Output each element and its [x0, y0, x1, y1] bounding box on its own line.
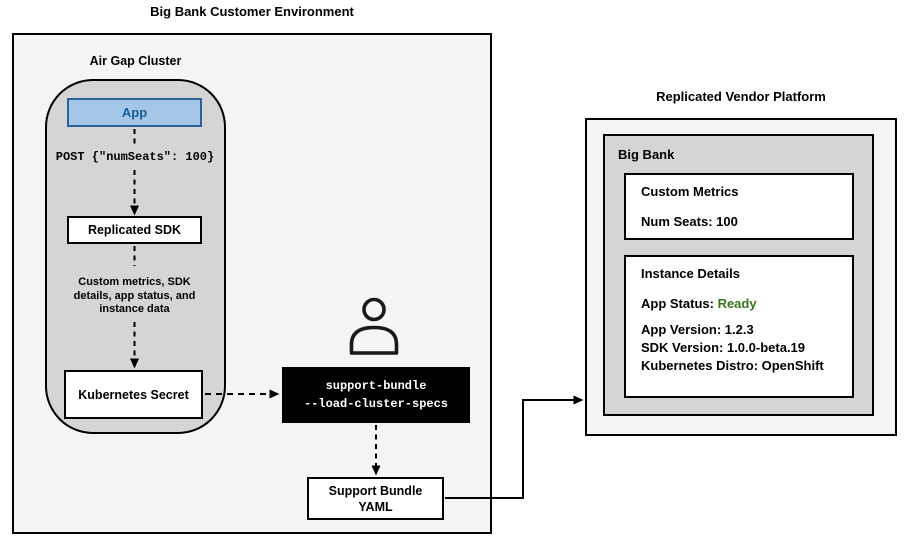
app-status-label: App Status:: [641, 296, 718, 311]
custom-metrics-title: Custom Metrics: [641, 184, 739, 199]
post-numseats-label: POST {"numSeats": 100}: [55, 150, 215, 164]
vendor-platform-title: Replicated Vendor Platform: [656, 89, 826, 104]
replicated-sdk-label: Replicated SDK: [87, 223, 182, 237]
custom-metrics-card: Custom Metrics Num Seats: 100: [624, 173, 854, 240]
air-gap-cluster-label: Air Gap Cluster: [89, 54, 182, 68]
command-line1: support-bundle: [325, 379, 427, 393]
app-status-line: App Status: Ready: [641, 296, 837, 311]
person-icon: [349, 297, 399, 355]
support-bundle-yaml-line2: YAML: [358, 499, 393, 514]
support-bundle-command-box: support-bundle --load-cluster-specs: [282, 367, 470, 423]
kubernetes-secret-label: Kubernetes Secret: [78, 387, 189, 402]
sdk-data-note-line1: Custom metrics, SDK: [78, 276, 191, 288]
num-seats-value: Num Seats: 100: [641, 214, 738, 229]
sdk-data-note: Custom metrics, SDK details, app status,…: [62, 276, 207, 317]
env-title: Big Bank Customer Environment: [150, 4, 354, 19]
instance-version-block: App Version: 1.2.3 SDK Version: 1.0.0-be…: [641, 321, 837, 375]
app-node-label: App: [121, 105, 148, 120]
app-node: App: [67, 98, 202, 127]
kubernetes-secret-node: Kubernetes Secret: [64, 370, 203, 419]
app-status-value: Ready: [717, 296, 757, 311]
replicated-sdk-node: Replicated SDK: [67, 216, 202, 244]
big-bank-account-label: Big Bank: [618, 147, 675, 162]
support-bundle-yaml-node: Support Bundle YAML: [307, 477, 444, 520]
support-bundle-yaml-line1: Support Bundle: [328, 483, 423, 498]
sdk-version-line: SDK Version: 1.0.0-beta.19: [641, 340, 806, 355]
instance-details-card: Instance Details App Status: Ready App V…: [624, 255, 854, 398]
k8s-distro-line: Kubernetes Distro: OpenShift: [641, 358, 824, 373]
app-version-line: App Version: 1.2.3: [641, 322, 754, 337]
sdk-data-note-line2: details, app status, and: [73, 289, 196, 302]
sdk-data-note-line3: instance data: [99, 303, 170, 315]
instance-details-title: Instance Details: [641, 266, 740, 281]
command-line2: --load-cluster-specs: [303, 397, 449, 411]
